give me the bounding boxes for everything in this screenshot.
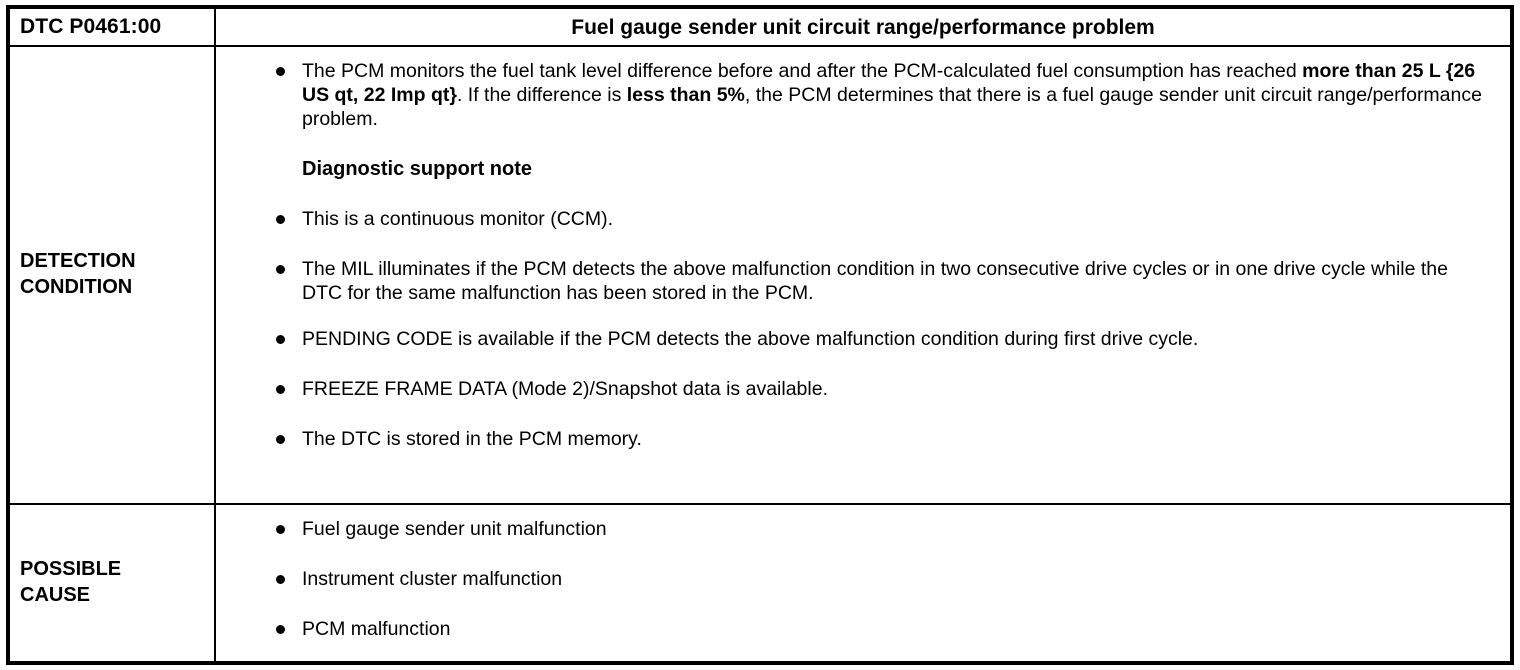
possible-cause-bullet-text: Fuel gauge sender unit malfunction xyxy=(302,518,607,540)
bullet-dot-icon xyxy=(276,435,285,444)
list-item: PENDING CODE is available if the PCM det… xyxy=(216,327,1510,351)
spacer xyxy=(216,131,1510,157)
bullet-dot-icon xyxy=(276,525,285,534)
list-item: The DTC is stored in the PCM memory. xyxy=(216,427,1510,451)
paragraph-part-2: . If the difference is xyxy=(456,84,627,106)
spacer xyxy=(216,541,1510,567)
paragraph-part-1: The PCM monitors the fuel tank level dif… xyxy=(302,60,1303,82)
diagnostic-support-note-heading: Diagnostic support note xyxy=(302,158,532,180)
detection-paragraph: The PCM monitors the fuel tank level dif… xyxy=(302,59,1492,131)
possible-cause-bullet-list: Fuel gauge sender unit malfunction Instr… xyxy=(216,505,1510,641)
table-header-row: DTC P0461:00 Fuel gauge sender unit circ… xyxy=(10,9,1510,47)
spacer xyxy=(216,305,1510,327)
detection-bullet-text: This is a continuous monitor (CCM). xyxy=(302,208,614,230)
possible-cause-bullet-text: Instrument cluster malfunction xyxy=(302,568,563,590)
dtc-code-text: DTC P0461:00 xyxy=(20,15,162,38)
detection-bullet-text: PENDING CODE is available if the PCM det… xyxy=(302,328,1199,350)
bullet-dot-icon xyxy=(276,575,285,584)
detection-bullet-text: The DTC is stored in the PCM memory. xyxy=(302,428,642,450)
dtc-title-cell: Fuel gauge sender unit circuit range/per… xyxy=(216,9,1510,45)
dtc-title-text: Fuel gauge sender unit circuit range/per… xyxy=(571,16,1155,39)
detection-bullet-text: The MIL illuminates if the PCM detects t… xyxy=(302,258,1448,304)
spacer xyxy=(216,401,1510,427)
paragraph-bold-2: less than 5% xyxy=(626,84,745,106)
detection-condition-body-cell: The PCM monitors the fuel tank level dif… xyxy=(216,47,1510,503)
detection-bullet-text: FREEZE FRAME DATA (Mode 2)/Snapshot data… xyxy=(302,378,828,400)
possible-cause-label: POSSIBLE CAUSE xyxy=(20,558,122,606)
spacer xyxy=(216,231,1510,257)
detection-bullet-list: The PCM monitors the fuel tank level dif… xyxy=(216,47,1510,451)
bullet-dot-icon xyxy=(276,625,285,634)
list-item: This is a continuous monitor (CCM). xyxy=(216,207,1510,231)
detection-condition-label-cell: DETECTION CONDITION xyxy=(10,47,216,503)
list-item: PCM malfunction xyxy=(216,617,1510,641)
bullet-dot-icon xyxy=(276,215,285,224)
list-item: The PCM monitors the fuel tank level dif… xyxy=(216,59,1510,131)
possible-cause-row: POSSIBLE CAUSE Fuel gauge sender unit ma… xyxy=(10,505,1510,661)
list-item: The MIL illuminates if the PCM detects t… xyxy=(216,257,1510,305)
possible-cause-bullet-text: PCM malfunction xyxy=(302,618,451,640)
paragraph-bold-1: more than 25 L {26 US qt, 22 Imp qt} xyxy=(302,60,1476,106)
detection-condition-label: DETECTION CONDITION xyxy=(20,250,136,298)
list-item: Fuel gauge sender unit malfunction xyxy=(216,517,1510,541)
bullet-dot-icon xyxy=(276,335,285,344)
paragraph-part-3: , the PCM determines that there is a fue… xyxy=(302,84,1482,130)
bullet-dot-icon xyxy=(276,265,285,274)
list-item: Instrument cluster malfunction xyxy=(216,567,1510,591)
list-item: FREEZE FRAME DATA (Mode 2)/Snapshot data… xyxy=(216,377,1510,401)
spacer xyxy=(216,591,1510,617)
dtc-table: DTC P0461:00 Fuel gauge sender unit circ… xyxy=(6,5,1514,665)
spacer xyxy=(216,351,1510,377)
possible-cause-body-cell: Fuel gauge sender unit malfunction Instr… xyxy=(216,505,1510,661)
detection-condition-row: DETECTION CONDITION The PCM monitors the… xyxy=(10,47,1510,505)
bullet-dot-icon xyxy=(276,67,285,76)
spacer xyxy=(216,181,1510,207)
dtc-code-cell: DTC P0461:00 xyxy=(10,9,216,45)
bullet-dot-icon xyxy=(276,385,285,394)
possible-cause-label-cell: POSSIBLE CAUSE xyxy=(10,505,216,661)
